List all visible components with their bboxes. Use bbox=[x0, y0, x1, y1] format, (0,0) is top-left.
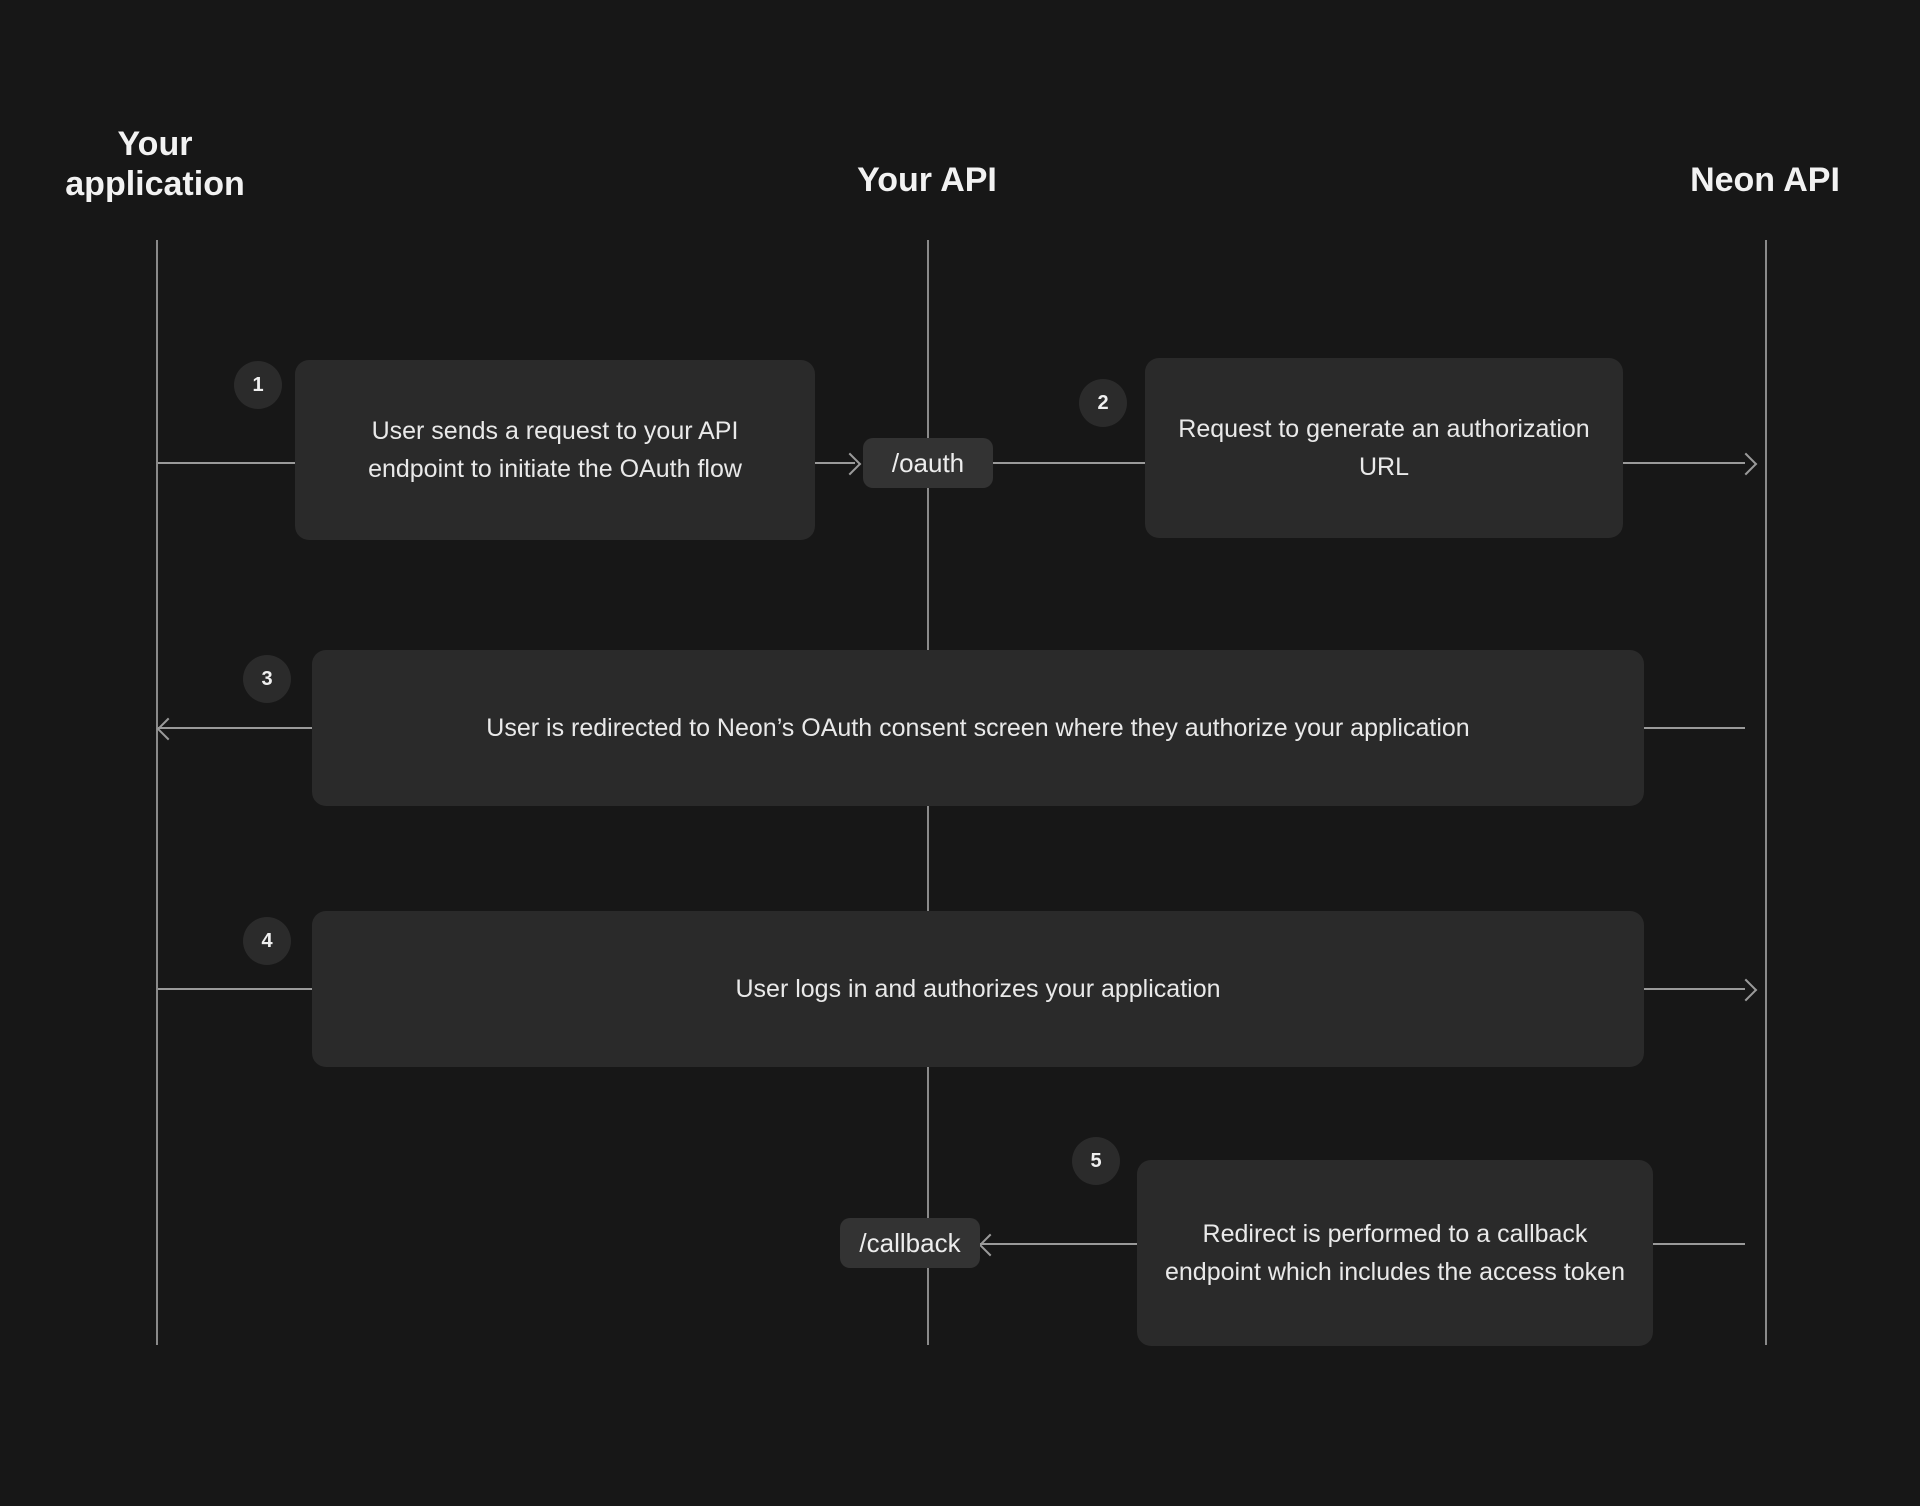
connector-step-1-start bbox=[158, 462, 296, 464]
step-badge-1: 1 bbox=[234, 361, 282, 409]
lifeline-neon-api bbox=[1765, 240, 1767, 1345]
arrow-right-icon-step-4 bbox=[1734, 978, 1758, 1002]
actor-label-your-application: Your application bbox=[65, 125, 245, 204]
step-badge-4: 4 bbox=[243, 917, 291, 965]
step-badge-3: 3 bbox=[243, 655, 291, 703]
connector-step-1-end bbox=[815, 462, 855, 464]
endpoint-pill-callback[interactable]: /callback bbox=[840, 1218, 980, 1268]
message-text-step-1: User sends a request to your API endpoin… bbox=[368, 417, 742, 483]
message-text-step-2: Request to generate an authorization URL bbox=[1178, 415, 1590, 481]
connector-step-4-start bbox=[158, 988, 313, 990]
connector-step-2-end bbox=[1623, 462, 1745, 464]
connector-step-2-start bbox=[993, 462, 1145, 464]
actor-label-your-api: Your API bbox=[857, 161, 997, 199]
message-box-step-3: User is redirected to Neon’s OAuth conse… bbox=[312, 650, 1644, 806]
step-badge-5: 5 bbox=[1072, 1137, 1120, 1185]
message-box-step-1: User sends a request to your API endpoin… bbox=[295, 360, 815, 540]
lifeline-your-application bbox=[156, 240, 158, 1345]
message-box-step-2: Request to generate an authorization URL bbox=[1145, 358, 1623, 538]
arrow-right-icon-step-1 bbox=[838, 452, 862, 476]
connector-step-3-start bbox=[1644, 727, 1745, 729]
message-text-step-3: User is redirected to Neon’s OAuth conse… bbox=[486, 714, 1470, 742]
connector-step-5-end bbox=[980, 1243, 1138, 1245]
message-text-step-5: Redirect is performed to a callback endp… bbox=[1164, 1220, 1625, 1286]
connector-step-3-end bbox=[158, 727, 313, 729]
connector-step-5-start bbox=[1653, 1243, 1745, 1245]
connector-step-4-end bbox=[1644, 988, 1745, 990]
actor-label-neon-api: Neon API bbox=[1690, 161, 1840, 199]
arrow-left-icon-step-3 bbox=[156, 717, 180, 741]
step-badge-2: 2 bbox=[1079, 379, 1127, 427]
message-text-step-4: User logs in and authorizes your applica… bbox=[735, 975, 1221, 1003]
message-box-step-4: User logs in and authorizes your applica… bbox=[312, 911, 1644, 1067]
arrow-left-icon-step-5 bbox=[978, 1233, 1002, 1257]
endpoint-pill-oauth[interactable]: /oauth bbox=[863, 438, 993, 488]
arrow-right-icon-step-2 bbox=[1734, 452, 1758, 476]
message-box-step-5: Redirect is performed to a callback endp… bbox=[1137, 1160, 1653, 1346]
